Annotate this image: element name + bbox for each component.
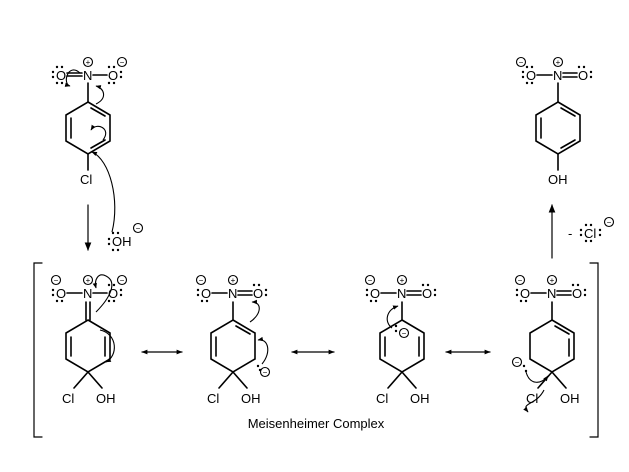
curly-arrow-to-oxygen — [64, 69, 81, 87]
rs2-ring — [210, 319, 256, 373]
rs3-plus: + — [400, 276, 405, 285]
plus-charge: + — [86, 58, 91, 67]
rs1-plus: + — [86, 276, 91, 285]
rs3-nitrogen: N — [397, 286, 406, 301]
rs3-oxygen-left: O — [370, 286, 380, 301]
product-ring — [535, 101, 581, 155]
rs2-curly-arrow-2 — [257, 336, 269, 365]
chloride-charge: − — [607, 218, 612, 227]
rs3-chlorine: Cl — [376, 391, 388, 406]
rs4-curly-arrow-reform — [525, 371, 549, 383]
hydroxide-nucleophile: OH − — [107, 222, 144, 252]
minus-charge-badge — [116, 56, 128, 68]
chloride-label: Cl — [584, 226, 596, 241]
rs4-minus: − — [518, 276, 523, 285]
rs1-chlorine: Cl — [62, 391, 74, 406]
rs1-minus-left: − — [54, 276, 59, 285]
rs2-carbanion-minus: − — [263, 368, 268, 377]
product-hydroxyl: OH — [548, 172, 568, 187]
bracket-right — [589, 262, 599, 438]
product-nitrophenol: O N O − + OH — [515, 56, 593, 187]
rs3-oxygen-right: O — [422, 286, 432, 301]
chloride-minus-sign: - — [568, 226, 572, 241]
chlorine-substituent: Cl — [80, 172, 92, 187]
rs1-nitrogen: N — [83, 286, 92, 301]
hydroxide-minus-badge — [132, 222, 144, 234]
product-oxygen-right: O — [578, 68, 588, 83]
nitro-oxygen-right: O — [108, 68, 118, 83]
resonance-structure-4: O N O − + Cl OH − — [511, 274, 587, 413]
rs2-chlorine: Cl — [207, 391, 219, 406]
rs2-nitrogen: N — [228, 286, 237, 301]
rs3-hydroxyl: OH — [410, 391, 430, 406]
rs4-oxygen-right: O — [572, 286, 582, 301]
ring-double-bond-top — [90, 107, 106, 117]
nitro-nitrogen: N — [83, 68, 92, 83]
minus-charge: − — [120, 58, 125, 67]
curly-arrow-ring-shift — [90, 124, 107, 141]
rs2-minus: − — [199, 276, 204, 285]
rs2-oxygen-left: O — [201, 286, 211, 301]
rs2-curly-arrow — [249, 299, 260, 323]
hydroxide-label: OH — [112, 234, 132, 249]
rs1-oxygen-left: O — [56, 286, 66, 301]
rs1-minus-right: − — [120, 276, 125, 285]
plus-charge-badge — [82, 56, 94, 68]
curly-arrow-ring-to-n — [95, 85, 105, 105]
rs4-hydroxyl: OH — [560, 391, 580, 406]
rs3-curly-arrow — [386, 305, 399, 329]
resonance-structure-3: O N O − + Cl OH − — [364, 274, 437, 406]
rs3-carbanion-minus: − — [402, 329, 407, 338]
product-nitrogen: N — [553, 68, 562, 83]
ring-double-bond-bottom — [90, 139, 106, 149]
rs4-carbanion-minus: − — [515, 358, 520, 367]
rs1-oxygen-right: O — [108, 286, 118, 301]
product-oxygen-left: O — [526, 68, 536, 83]
rs4-chlorine: Cl — [526, 391, 538, 406]
rs2-oxygen-right: O — [253, 286, 263, 301]
rs2-hydroxyl: OH — [241, 391, 261, 406]
lone-pairs — [51, 65, 123, 85]
rs3-ring — [379, 319, 425, 373]
rs1-hydroxyl: OH — [96, 391, 116, 406]
chloride-leaving-group: - Cl − — [568, 216, 615, 243]
bracket-left — [33, 262, 43, 438]
rs3-minus: − — [368, 276, 373, 285]
rs1-curly-arrow-ring — [99, 329, 115, 363]
rs4-curly-arrow-cl-leave — [523, 389, 545, 413]
product-plus: + — [556, 58, 561, 67]
rs4-plus: + — [550, 276, 555, 285]
rs4-nitrogen: N — [547, 286, 556, 301]
meisenheimer-caption: Meisenheimer Complex — [248, 416, 385, 431]
rs4-oxygen-left: O — [520, 286, 530, 301]
rs1-ring — [65, 319, 111, 373]
rs4-ring — [529, 319, 575, 373]
resonance-structure-1: O N O − + − Cl OH — [50, 274, 128, 406]
rs2-plus: + — [231, 276, 236, 285]
rs1-curly-arrow-top — [92, 274, 113, 313]
nitro-oxygen-left: O — [56, 68, 66, 83]
product-minus: − — [519, 58, 524, 67]
hydroxide-minus: − — [136, 224, 141, 233]
resonance-structure-2: O N O − + Cl OH − — [195, 274, 271, 406]
reactant-chloronitrobenzene: O N O + − Cl — [51, 56, 128, 233]
curly-arrow-hydroxide-attack — [91, 151, 116, 233]
